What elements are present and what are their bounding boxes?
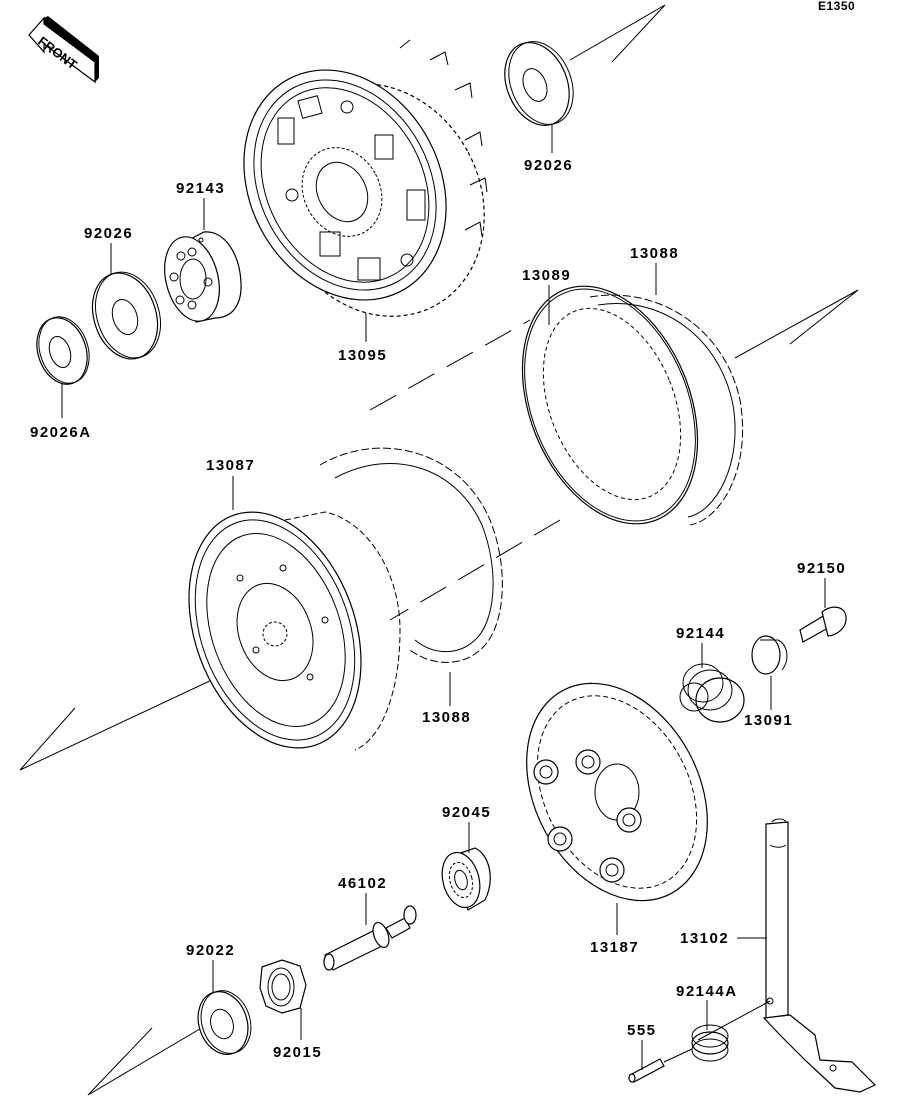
part-92026-washer-left[interactable]: 92026 — [82, 225, 171, 367]
part-13088-friction-plate-top[interactable]: 13088 — [589, 245, 744, 526]
part-92026A-washer[interactable]: 92026A — [29, 310, 98, 441]
part-label-46102: 46102 — [338, 875, 387, 892]
part-label-13088-bottom: 13088 — [422, 709, 471, 726]
part-13088-friction-plate-bottom[interactable]: 13088 — [319, 447, 503, 726]
part-label-92143: 92143 — [176, 180, 225, 197]
part-13089-steel-plate[interactable]: 13089 — [489, 260, 730, 550]
part-13091-holder[interactable]: 13091 — [744, 635, 793, 729]
diagram-ref-code: E1350 — [818, 0, 855, 13]
part-92026-washer-top[interactable]: 92026 — [493, 32, 585, 174]
part-46102-push-rod[interactable]: 46102 — [323, 875, 417, 971]
part-13102-release-shaft[interactable]: 13102 — [680, 818, 877, 1093]
part-label-92144: 92144 — [676, 625, 725, 642]
part-label-92026-left: 92026 — [84, 225, 133, 242]
part-label-92015: 92015 — [273, 1044, 322, 1061]
part-label-92026A: 92026A — [30, 424, 92, 441]
part-label-92045: 92045 — [442, 804, 491, 821]
part-label-92150: 92150 — [797, 560, 846, 577]
part-label-13087: 13087 — [206, 457, 255, 474]
part-label-555: 555 — [627, 1022, 657, 1039]
part-92144A-spring[interactable]: 92144A — [676, 983, 771, 1062]
part-13095-clutch-housing[interactable]: 13095 — [205, 34, 525, 364]
part-label-13091: 13091 — [744, 712, 793, 729]
part-92143-collar[interactable]: 92143 — [156, 180, 242, 327]
part-label-13089: 13089 — [522, 267, 571, 284]
part-label-13095: 13095 — [338, 347, 387, 364]
part-label-13088-top: 13088 — [630, 245, 679, 262]
part-label-13187: 13187 — [590, 939, 639, 956]
part-92045-ball-bearing[interactable]: 92045 — [436, 804, 491, 912]
part-92150-bolt[interactable]: 92150 — [797, 560, 847, 643]
part-92015-nut[interactable]: 92015 — [259, 959, 322, 1061]
part-label-92022: 92022 — [186, 942, 235, 959]
part-92022-washer[interactable]: 92022 — [186, 942, 259, 1061]
part-555-pin[interactable]: 555 — [627, 1022, 693, 1083]
part-92144-spring[interactable]: 92144 — [676, 625, 745, 723]
part-label-92026-top: 92026 — [524, 157, 573, 174]
part-13087-clutch-hub[interactable]: 13087 — [158, 457, 401, 772]
part-label-92144A: 92144A — [676, 983, 738, 1000]
part-13187-pressure-plate[interactable]: 13187 — [491, 652, 744, 956]
part-label-13102: 13102 — [680, 930, 729, 947]
front-arrow-icon: FRONT — [28, 16, 99, 84]
